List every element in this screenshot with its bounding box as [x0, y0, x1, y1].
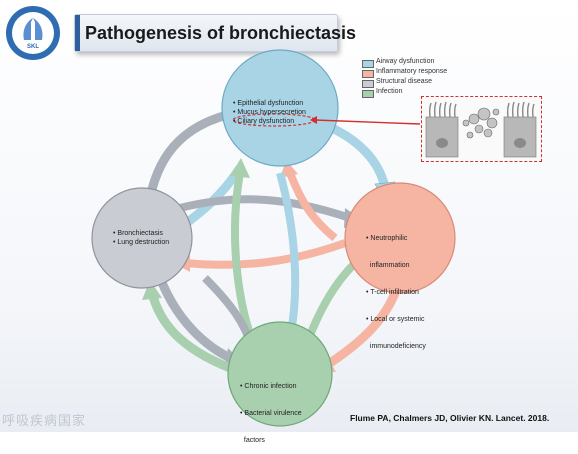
arrow-salmon-up — [286, 171, 338, 242]
pathogenesis-diagram — [91, 49, 456, 427]
legend-swatch-structural — [362, 80, 374, 88]
node-airway-circle — [221, 49, 339, 167]
node-inflammation-circle — [344, 182, 456, 294]
bronchiectasis-text: • Bronchiectasis • Lung destruction — [113, 230, 170, 246]
legend-label-airway: Airway dysfunction — [376, 58, 435, 65]
infection-text: • Chronic infection • Bacterial virulenc… — [240, 383, 302, 444]
legend-label-inflammatory: Inflammatory response — [376, 68, 448, 75]
inflammation-text: • Neutrophilic inflammation • T-cell inf… — [366, 235, 426, 350]
arrow-grey-left-up — [145, 108, 236, 199]
title-accent — [75, 15, 80, 51]
footer-brand-watermark: 呼吸疾病国家 — [2, 414, 87, 429]
highlight-connector — [314, 119, 421, 125]
arrowhead — [142, 280, 162, 300]
connector-arrowhead — [310, 116, 317, 124]
page-title: Pathogenesis of bronchiectasis — [85, 23, 357, 43]
legend-swatch-infection — [362, 90, 374, 98]
arrowhead — [230, 158, 250, 178]
arrow-grey-to-inflammation — [179, 195, 352, 222]
logo-text: SKL — [27, 44, 39, 50]
legend-swatch-inflammatory — [362, 70, 374, 78]
legend-label-structural: Structural disease — [376, 78, 433, 85]
citation: Flume PA, Chalmers JD, Olivier KN. Lance… — [350, 413, 550, 423]
arrow-green-left — [147, 291, 232, 373]
arrow-salmon-to-bronchiectasis — [184, 239, 347, 269]
legend-swatch-airway — [362, 60, 374, 68]
cilia-illustration — [425, 101, 537, 158]
institution-logo: SKL — [6, 6, 60, 60]
cilia-inset-image — [421, 96, 542, 162]
node-infection-circle — [227, 321, 333, 427]
arrow-blue-down — [276, 171, 300, 339]
airway-text: • Epithelial dysfunction • Mucus hyperse… — [233, 100, 306, 125]
legend-label-infection: Infection — [376, 88, 403, 95]
title-bar: Pathogenesis of bronchiectasis — [74, 14, 356, 52]
node-bronchiectasis-circle — [91, 187, 193, 289]
